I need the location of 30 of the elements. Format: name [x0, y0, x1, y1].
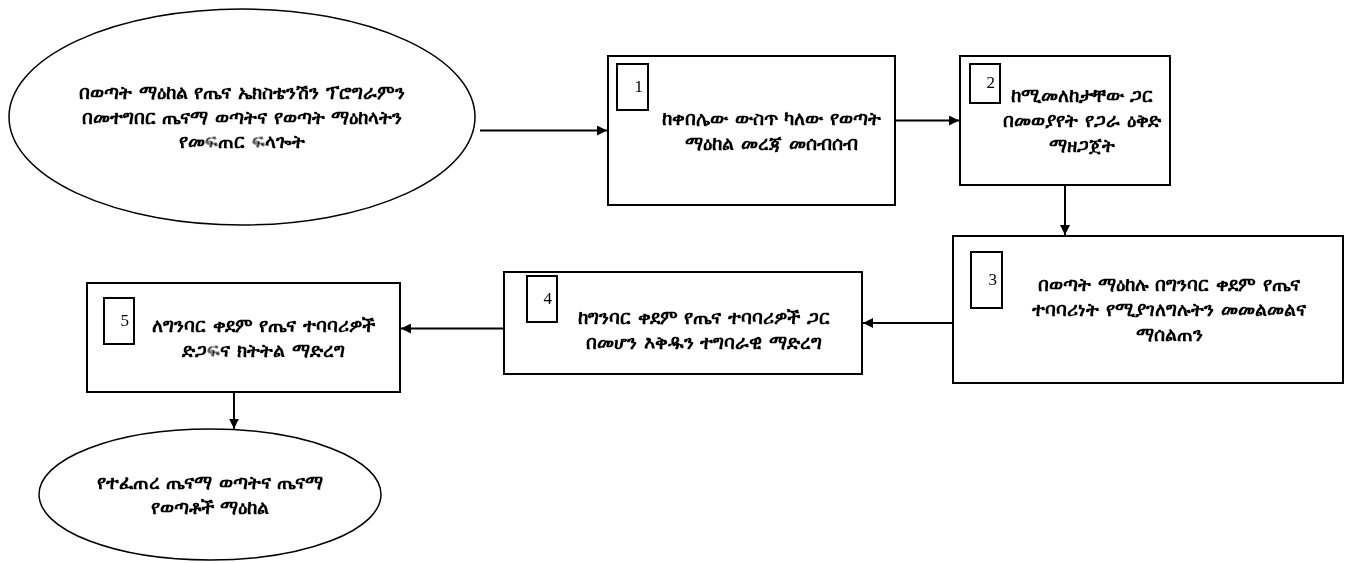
step-number: 3 — [988, 268, 997, 291]
step-number: 1 — [634, 75, 643, 98]
process-box — [959, 55, 1171, 186]
step-text: ከግንባር ቀደም የጤና ተባባሪዎች ጋር በመሆን እቅዱን ተግባራዊ ማድረግ — [577, 305, 831, 355]
process-box — [503, 271, 863, 375]
arrow — [400, 323, 504, 334]
step-text: ከቀበሌው ውስጥ ካለው የወጣት ማዕከል መረጃ መሰብሰብ — [661, 105, 882, 156]
step-number-box — [103, 297, 135, 345]
ellipse-node — [38, 428, 382, 561]
step-number-box — [969, 63, 1001, 104]
step-number: 2 — [986, 72, 995, 95]
process-box — [86, 282, 401, 393]
arrow — [229, 392, 239, 430]
arrow — [1060, 185, 1070, 236]
arrow — [862, 318, 953, 328]
step-number: 4 — [543, 287, 552, 310]
arrow — [479, 125, 608, 136]
step-number-box — [526, 275, 558, 323]
step-text: ለግንባር ቀደም የጤና ተባባሪዎች ድጋፍና ክትትል ማድረግ — [151, 312, 376, 363]
process-box — [952, 235, 1344, 384]
arrow — [895, 115, 960, 126]
step-number-box — [616, 63, 649, 111]
step-text: የተፈጠረ ጤናማ ወጣትና ጤናማ የወጣቶች ማዕከል — [95, 469, 325, 520]
step-text: በወጣት ማዕከሉ በግንባር ቀደም የጤና ተባባሪነት የሚያገለግሉትን መመልመልና ማሰልጠን — [1031, 272, 1307, 347]
step-number: 5 — [120, 309, 129, 332]
step-text: ከሚመለከታቸው ጋር በመወያየት የጋራ ዕቅድ ማዘጋጀት — [1002, 83, 1163, 158]
process-box — [607, 55, 896, 206]
step-text: በወጣት ማዕከል የጤና ኤክስቴንሽን ፕሮግራምን በመተግበር ጤናማ ወጣትና የወጣት ማዕከላትን የመፍጠር ፍላጐት — [78, 79, 406, 155]
step-number-box — [970, 251, 1003, 309]
ellipse-node — [8, 8, 476, 226]
